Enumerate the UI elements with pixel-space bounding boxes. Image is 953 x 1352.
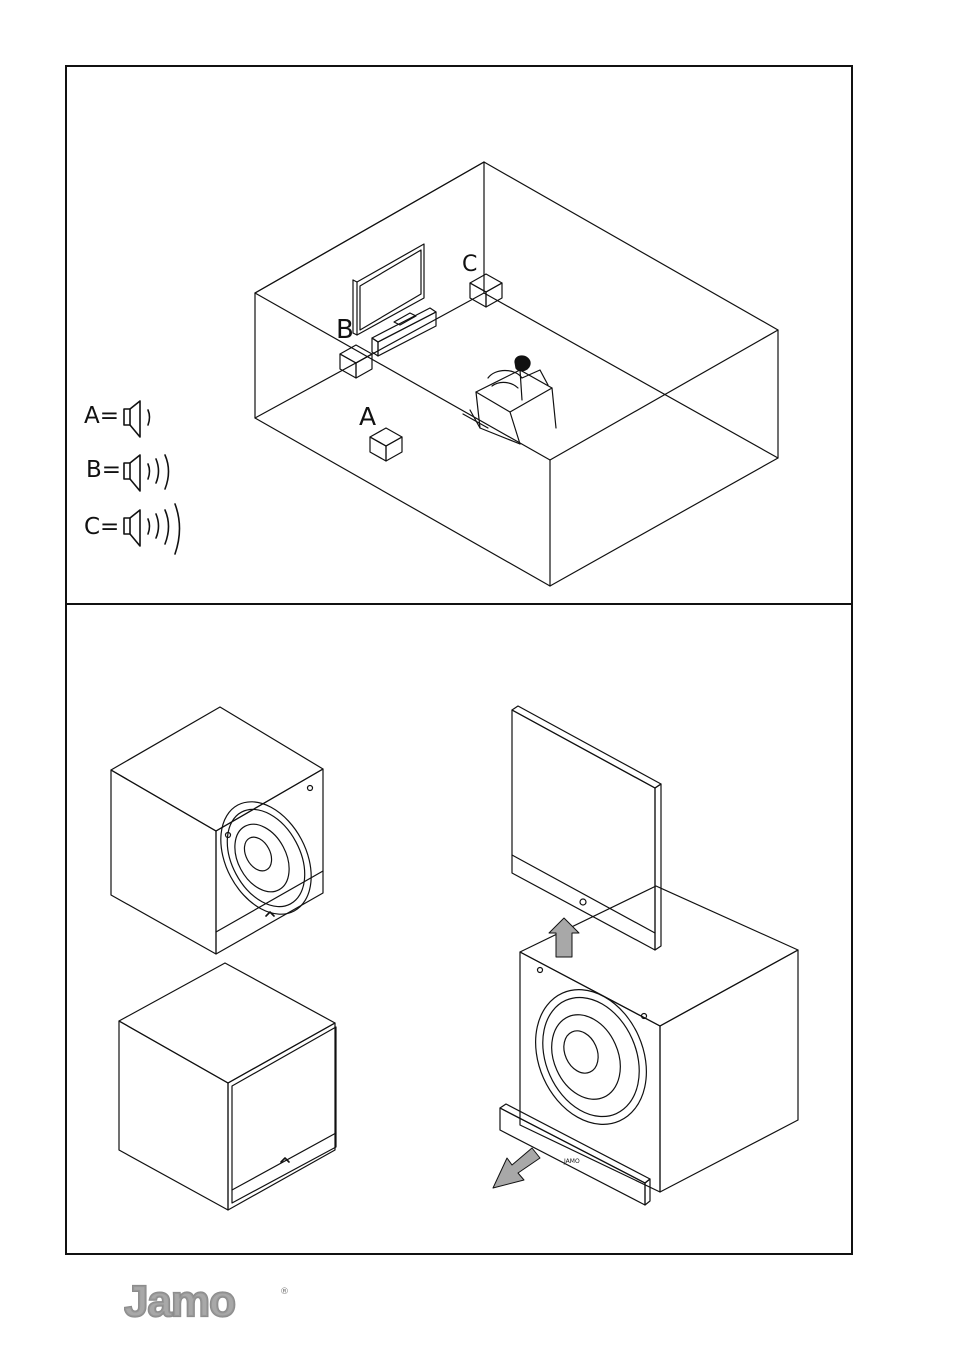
speaker-icon (124, 455, 169, 491)
svg-text:Jamo: Jamo (124, 1278, 235, 1326)
subwoofer-open-illustration (111, 707, 329, 954)
arrow-down-left-icon (493, 1148, 540, 1188)
legend-row-b: B= (86, 459, 121, 482)
subwoofer-closed-illustration (119, 963, 336, 1210)
legend-icons (124, 401, 180, 554)
badge-text: JAMO (563, 1158, 580, 1165)
subwoofer-c-illustration (470, 274, 502, 307)
jamo-logo: Jamo Jamo ® (124, 1278, 294, 1328)
speaker-a-label: A (359, 404, 376, 429)
tv-illustration (353, 244, 424, 335)
jamo-logo-mark: Jamo Jamo ® (124, 1278, 294, 1328)
subwoofer-a-illustration (370, 428, 402, 461)
registered-mark: ® (280, 1287, 289, 1297)
speaker-icon (124, 504, 180, 554)
speaker-c-label: C (462, 254, 477, 276)
speaker-icon (124, 401, 150, 437)
legend-row-c: C= (84, 516, 119, 539)
listener-in-chair-illustration (463, 356, 556, 444)
legend-row-a: A= (84, 405, 119, 428)
room-illustration (255, 162, 778, 586)
arrow-up-icon (549, 918, 579, 957)
subwoofer-exploded-illustration: JAMO (500, 706, 798, 1205)
speaker-b-label: B (336, 317, 354, 343)
legend-label-c: C= (84, 516, 119, 539)
legend-label-b: B= (86, 459, 121, 482)
legend-label-a: A= (84, 405, 119, 428)
